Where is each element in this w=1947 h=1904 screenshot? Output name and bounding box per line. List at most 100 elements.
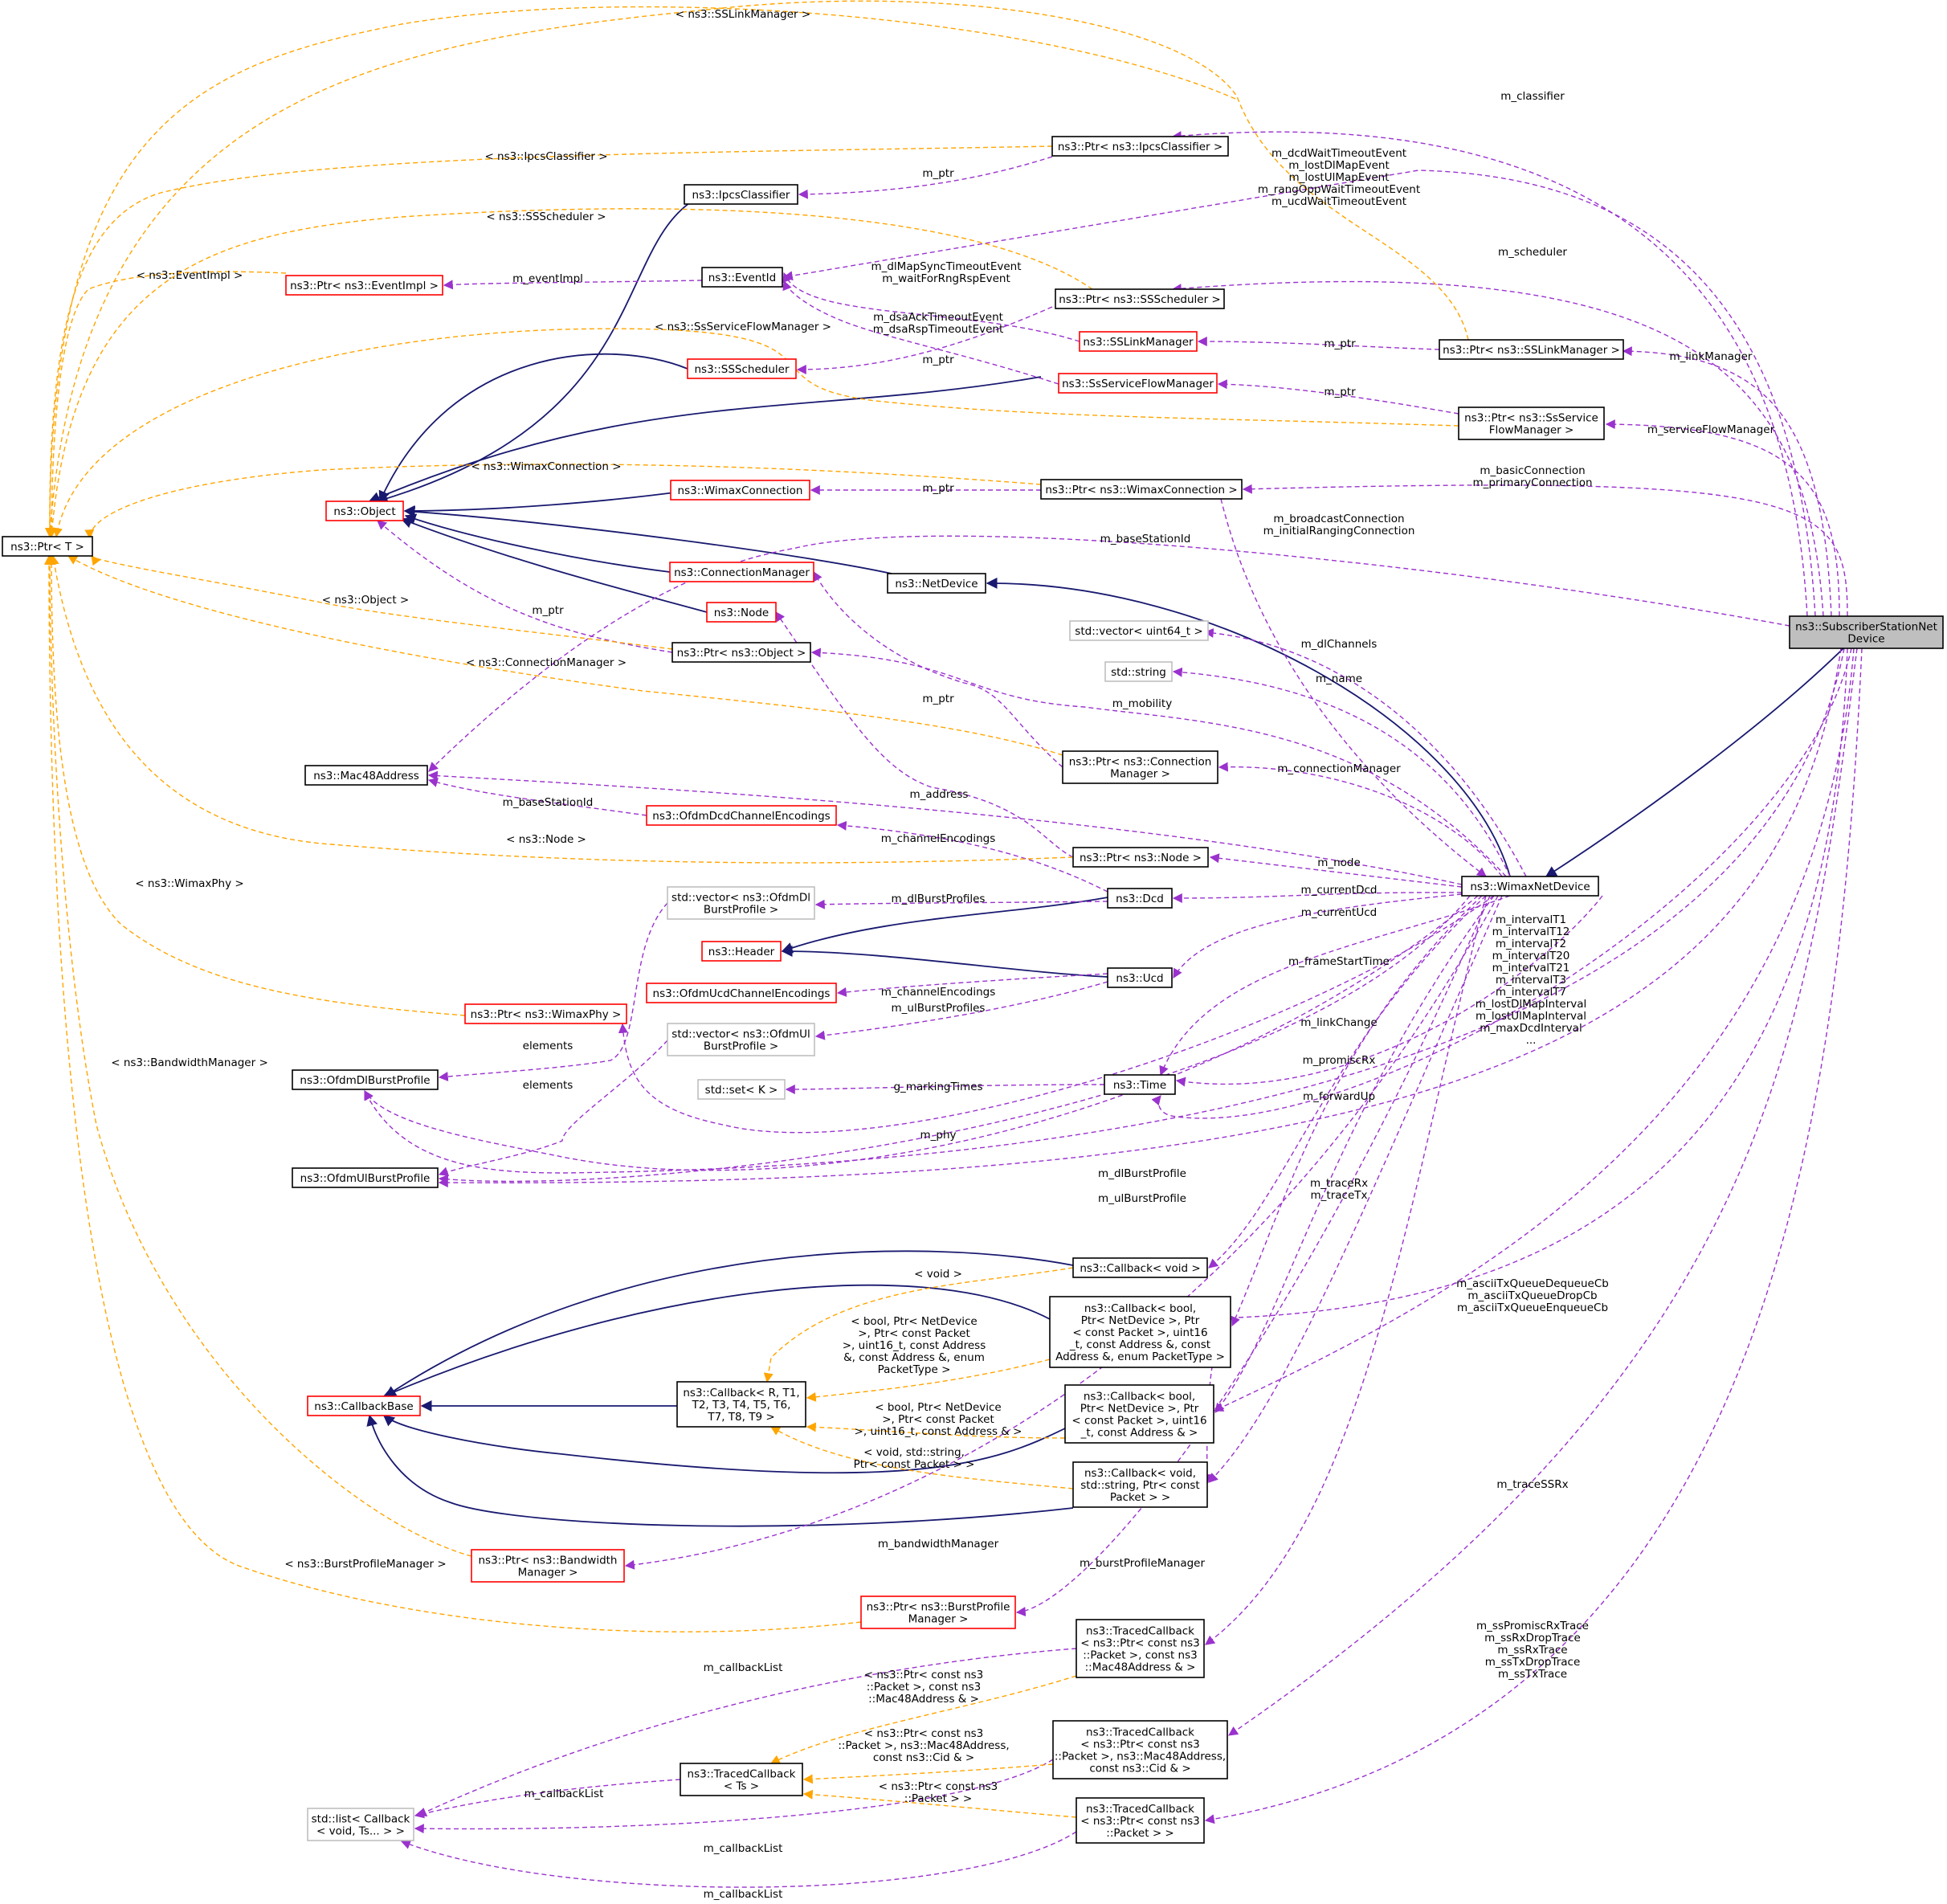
class-node-box [667, 886, 815, 920]
class-node-stdset[interactable]: std::set< K > [697, 1079, 786, 1100]
edge-label-line: m_waitForRngRspEvent [882, 272, 1010, 285]
class-node-label-line: < ns3::Ptr< const ns3 [1080, 1637, 1200, 1650]
class-node-wimaxConn[interactable]: ns3::WimaxConnection [670, 480, 810, 501]
edge-label-line: m_ssRxDropTrace [1484, 1632, 1581, 1645]
class-node-label-line: ns3::Callback< void > [1080, 1262, 1200, 1275]
class-node-label: ns3::Ptr< ns3::IpcsClassifier > [1058, 141, 1222, 153]
class-node-ofdmDcdCE[interactable]: ns3::OfdmDcdChannelEncodings [646, 805, 837, 826]
class-node-ssSfMgr[interactable]: ns3::SsServiceFlowManager [1058, 373, 1218, 394]
edge-label-l_marking: g_markingTimes [893, 1081, 982, 1093]
class-node-object[interactable]: ns3::Object [325, 501, 404, 521]
edge-label-l_cblist3: m_callbackList [704, 1842, 783, 1855]
edge-label-l_object_t: < ns3::Object > [322, 594, 409, 607]
class-node-label-line: ns3::Ptr< ns3::BurstProfile [867, 1601, 1010, 1614]
edge-ih-13 [382, 1284, 1051, 1398]
class-node-ofdmUcdCE[interactable]: ns3::OfdmUcdChannelEncodings [646, 983, 837, 1003]
class-node-ofdmUlBP[interactable]: ns3::OfdmUlBurstProfile [292, 1167, 439, 1188]
class-node-label: std::string [1111, 666, 1166, 679]
edge-label-line: m_dlBurstProfile [1098, 1167, 1186, 1180]
class-node-label-line: ns3::Ptr< ns3::EventImpl > [290, 280, 439, 292]
class-node-ipcsClassifier[interactable]: ns3::IpcsClassifier [684, 184, 798, 205]
edge-label-layer: < ns3::SSLinkManager >m_classifier< ns3:… [111, 8, 1774, 1901]
class-node-label-line: ns3::Ptr< ns3::Object > [677, 647, 806, 660]
class-node-box [1072, 847, 1209, 868]
class-node-ptrIpcs[interactable]: ns3::Ptr< ns3::IpcsClassifier > [1051, 136, 1229, 157]
class-node-stdstring[interactable]: std::string [1104, 661, 1173, 682]
class-node-ucd[interactable]: ns3::Ucd [1107, 967, 1173, 988]
class-node-node[interactable]: ns3::Node [706, 602, 777, 623]
class-node-netDevice[interactable]: ns3::NetDevice [887, 573, 986, 594]
class-node-label-line: std::list< Callback [312, 1813, 410, 1826]
class-node-ofdmDlBP[interactable]: ns3::OfdmDlBurstProfile [292, 1069, 439, 1090]
class-node-ptrObject[interactable]: ns3::Ptr< ns3::Object > [671, 642, 811, 663]
edge-ih-0 [1545, 648, 1844, 877]
edge-label-line: < void > [914, 1268, 962, 1281]
class-node-wimaxNetDev[interactable]: ns3::WimaxNetDevice [1461, 876, 1599, 897]
class-node-tracedCbTs[interactable]: ns3::TracedCallback< Ts > [680, 1763, 803, 1796]
class-node-label-line: ns3::EventId [708, 272, 777, 284]
class-node-box [1079, 331, 1198, 352]
edge-label-line: < ns3::Ptr< const ns3 [879, 1780, 998, 1793]
class-node-ssLinkMgr[interactable]: ns3::SSLinkManager [1079, 331, 1198, 352]
class-node-label-line: FlowManager > [1489, 424, 1574, 437]
class-node-callbackR[interactable]: ns3::Callback< R, T1,T2, T3, T4, T5, T6,… [676, 1381, 806, 1428]
class-node-ptrNode[interactable]: ns3::Ptr< ns3::Node > [1072, 847, 1209, 868]
class-node-label-line: BurstProfile > [704, 1040, 778, 1053]
class-node-label-line: Manager > [518, 1567, 578, 1579]
class-node-ptrSSSched[interactable]: ns3::Ptr< ns3::SSScheduler > [1055, 288, 1225, 309]
class-node-vecU64[interactable]: std::vector< uint64_t > [1069, 620, 1209, 641]
class-node-connMgr[interactable]: ns3::ConnectionManager [669, 562, 814, 582]
class-node-callbackBase[interactable]: ns3::CallbackBase [307, 1395, 421, 1416]
class-node-label-line: ns3::Ptr< ns3::Node > [1080, 852, 1202, 864]
edge-mm-59 [377, 520, 673, 653]
class-node-label: ns3::Ptr< ns3::WimaxPhy > [471, 1008, 622, 1021]
class-node-cbVoidStr[interactable]: ns3::Callback< void,std::string, Ptr< co… [1072, 1461, 1208, 1508]
edge-mm-22 [428, 535, 1790, 772]
edge-label-line: m_classifier [1500, 90, 1565, 103]
class-node-box [1051, 136, 1229, 157]
class-node-tcb1[interactable]: ns3::TracedCallback< ns3::Ptr< const ns3… [1076, 1619, 1205, 1678]
class-node-cbBool1[interactable]: ns3::Callback< bool,Ptr< NetDevice >, Pt… [1049, 1296, 1231, 1368]
class-node-ptrT[interactable]: ns3::Ptr< T > [2, 536, 93, 557]
class-node-dcd[interactable]: ns3::Dcd [1107, 888, 1173, 909]
edge-label-line: >, Ptr< const Packet [858, 1327, 970, 1340]
edge-label-l_mptr1: m_ptr [922, 167, 954, 180]
class-node-box [1062, 750, 1218, 784]
edge-label-l_bpmgr_t: < ns3::BurstProfileManager > [284, 1558, 446, 1571]
class-node-mac48[interactable]: ns3::Mac48Address [304, 765, 428, 786]
class-node-label-line: Address &, enum PacketType > [1055, 1350, 1225, 1363]
class-node-ptrWimaxPhy[interactable]: ns3::Ptr< ns3::WimaxPhy > [464, 1003, 627, 1024]
class-node-cbVoid[interactable]: ns3::Callback< void > [1072, 1257, 1208, 1278]
class-node-cbBool2[interactable]: ns3::Callback< bool,Ptr< NetDevice >, Pt… [1064, 1384, 1214, 1444]
edge-mm-29 [1172, 892, 1463, 903]
edge-mm-51 [782, 272, 1080, 342]
class-node-ptrEventImpl[interactable]: ns3::Ptr< ns3::EventImpl > [285, 275, 443, 296]
class-node-eventId[interactable]: ns3::EventId [701, 267, 783, 288]
edge-label-line: m_lostDlMapEvent [1288, 159, 1390, 172]
class-node-time[interactable]: ns3::Time [1104, 1074, 1176, 1095]
class-node-box [697, 1079, 786, 1100]
class-node-box [646, 983, 837, 1003]
class-node-label-line: ns3::Ptr< ns3::WimaxPhy > [471, 1008, 622, 1021]
class-node-tcb2[interactable]: ns3::TracedCallback< ns3::Ptr< const ns3… [1052, 1720, 1228, 1779]
class-node-label-line: std::set< K > [705, 1084, 778, 1097]
class-node-ssScheduler[interactable]: ns3::SSScheduler [687, 358, 797, 379]
edge-ih-6 [378, 353, 688, 503]
class-node-header[interactable]: ns3::Header [701, 941, 782, 962]
class-node-label: ns3::OfdmUcdChannelEncodings [653, 987, 831, 1000]
class-node-stdlist[interactable]: std::list< Callback< void, Ts... > > [307, 1808, 414, 1841]
class-node-ptrSSLink[interactable]: ns3::Ptr< ns3::SSLinkManager > [1439, 339, 1624, 360]
class-node-ptrWimaxConn[interactable]: ns3::Ptr< ns3::WimaxConnection > [1040, 479, 1243, 500]
edge-mm-47 [1151, 648, 1852, 1119]
class-node-label-line: ns3::Callback< void, [1084, 1467, 1196, 1480]
class-node-tcb3[interactable]: ns3::TracedCallback< ns3::Ptr< const ns3… [1076, 1797, 1205, 1844]
